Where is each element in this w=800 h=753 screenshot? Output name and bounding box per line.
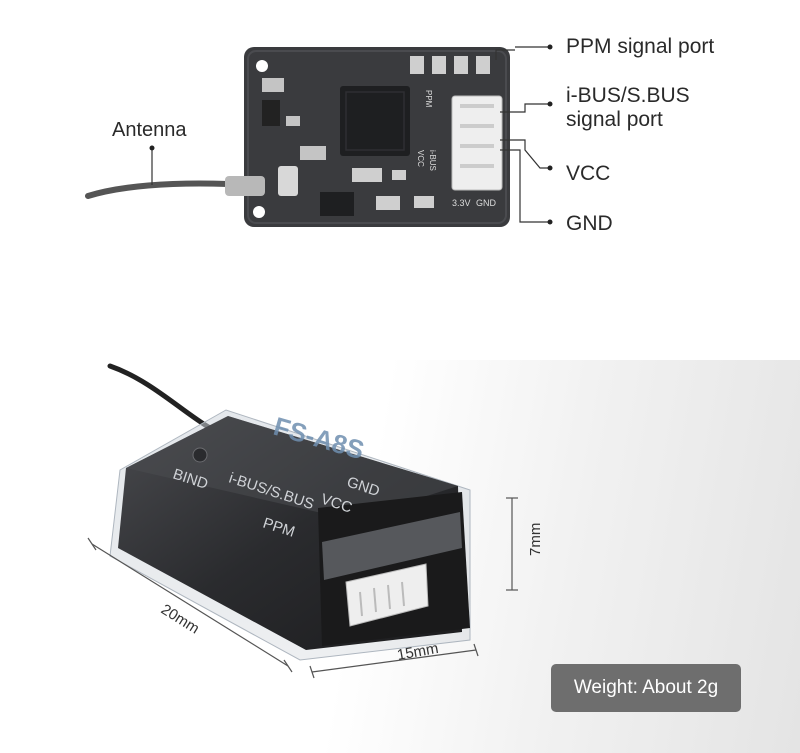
- callout-lines: [151, 46, 548, 223]
- antenna-cable: [85, 180, 231, 199]
- receiver-case: [109, 409, 471, 661]
- label-gnd: GND: [566, 212, 613, 235]
- dimension-length: 20mm: [158, 601, 202, 638]
- silk-ibus: i-BUS: [428, 150, 437, 171]
- label-antenna: Antenna: [112, 119, 187, 141]
- label-vcc: VCC: [566, 162, 611, 185]
- silk-ppm: PPM: [424, 90, 433, 108]
- weight-badge: Weight: About 2g: [551, 664, 741, 712]
- callout-dots: [149, 44, 553, 225]
- silk-gnd: GND: [476, 198, 497, 208]
- receiver-antenna: [107, 363, 213, 431]
- label-ppm-port: PPM signal port: [566, 35, 715, 58]
- dimension-width: 15mm: [396, 640, 440, 664]
- dimension-lines: [87, 497, 518, 679]
- silk-3v3: 3.3V: [452, 198, 471, 208]
- silk-vcc: VCC: [416, 150, 425, 167]
- label-ibus-line2: signal port: [566, 108, 663, 131]
- dimension-height: 7mm: [527, 523, 544, 556]
- pcb-board: [225, 47, 510, 227]
- label-ibus-line1: i-BUS/S.BUS: [566, 84, 690, 107]
